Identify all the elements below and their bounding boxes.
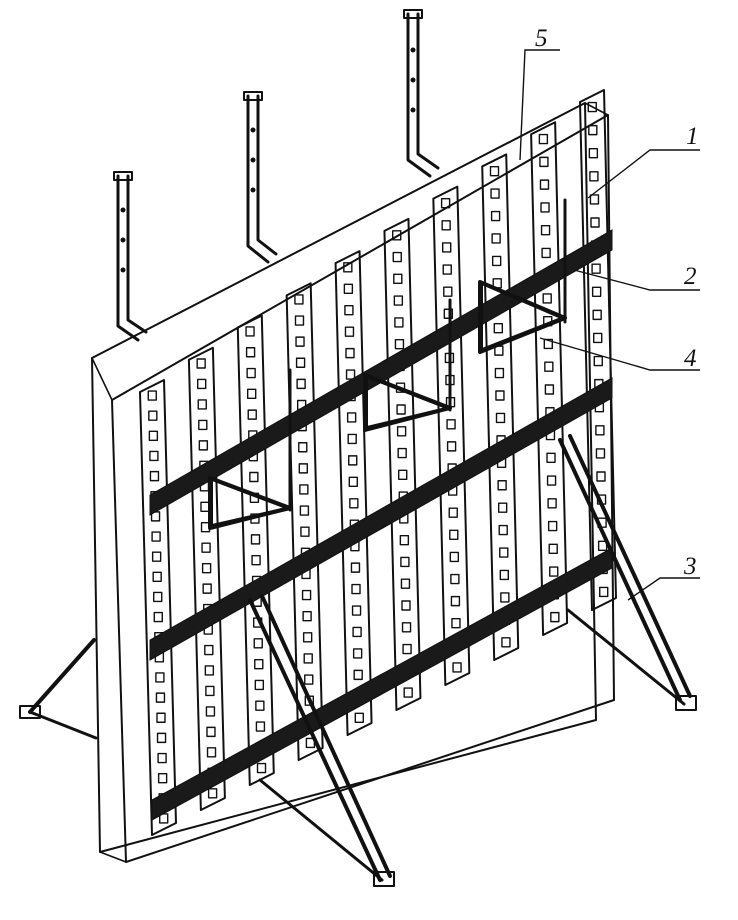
lifting-hook xyxy=(243,91,278,264)
leader-2 xyxy=(573,269,700,291)
scaffold-bracket xyxy=(363,298,452,432)
lifting-hook xyxy=(113,171,148,342)
sheathing-panel-front xyxy=(111,114,615,863)
leader-3 xyxy=(627,577,700,601)
waler-beam xyxy=(151,547,613,821)
callout-2: 2 xyxy=(684,263,697,290)
lifting-hooks xyxy=(113,9,440,342)
callout-5: 5 xyxy=(535,25,548,52)
sheathing-panel-back xyxy=(91,102,597,853)
support-braces xyxy=(19,434,697,887)
vertical-rib xyxy=(139,379,177,836)
callout-1: 1 xyxy=(686,123,699,150)
vertical-rib xyxy=(432,185,471,686)
leader-1 xyxy=(587,149,700,199)
waler-beam xyxy=(149,377,613,661)
panel-edge-top xyxy=(91,357,113,401)
callout-3: 3 xyxy=(683,553,697,580)
leader-lines xyxy=(519,49,700,601)
vertical-rib xyxy=(187,346,226,811)
scaffold-bracket xyxy=(478,198,567,354)
vertical-rib xyxy=(481,153,520,661)
leader-5 xyxy=(519,49,560,161)
horizontal-walers xyxy=(149,229,613,821)
vertical-rib xyxy=(383,217,422,711)
vertical-rib xyxy=(530,121,569,636)
support-brace-left xyxy=(19,638,98,740)
waler-beam xyxy=(149,229,613,516)
callout-4: 4 xyxy=(684,345,697,372)
scaffold-brackets xyxy=(208,198,567,530)
leader-4 xyxy=(539,337,700,371)
lifting-hook xyxy=(403,9,440,178)
vertical-ribs xyxy=(139,89,617,836)
vertical-rib xyxy=(334,250,373,736)
vertical-rib xyxy=(236,314,275,786)
panel-edge-bottom xyxy=(99,851,127,863)
support-brace-middle xyxy=(248,594,395,887)
support-brace-right xyxy=(558,434,697,711)
scaffold-bracket xyxy=(208,368,292,530)
